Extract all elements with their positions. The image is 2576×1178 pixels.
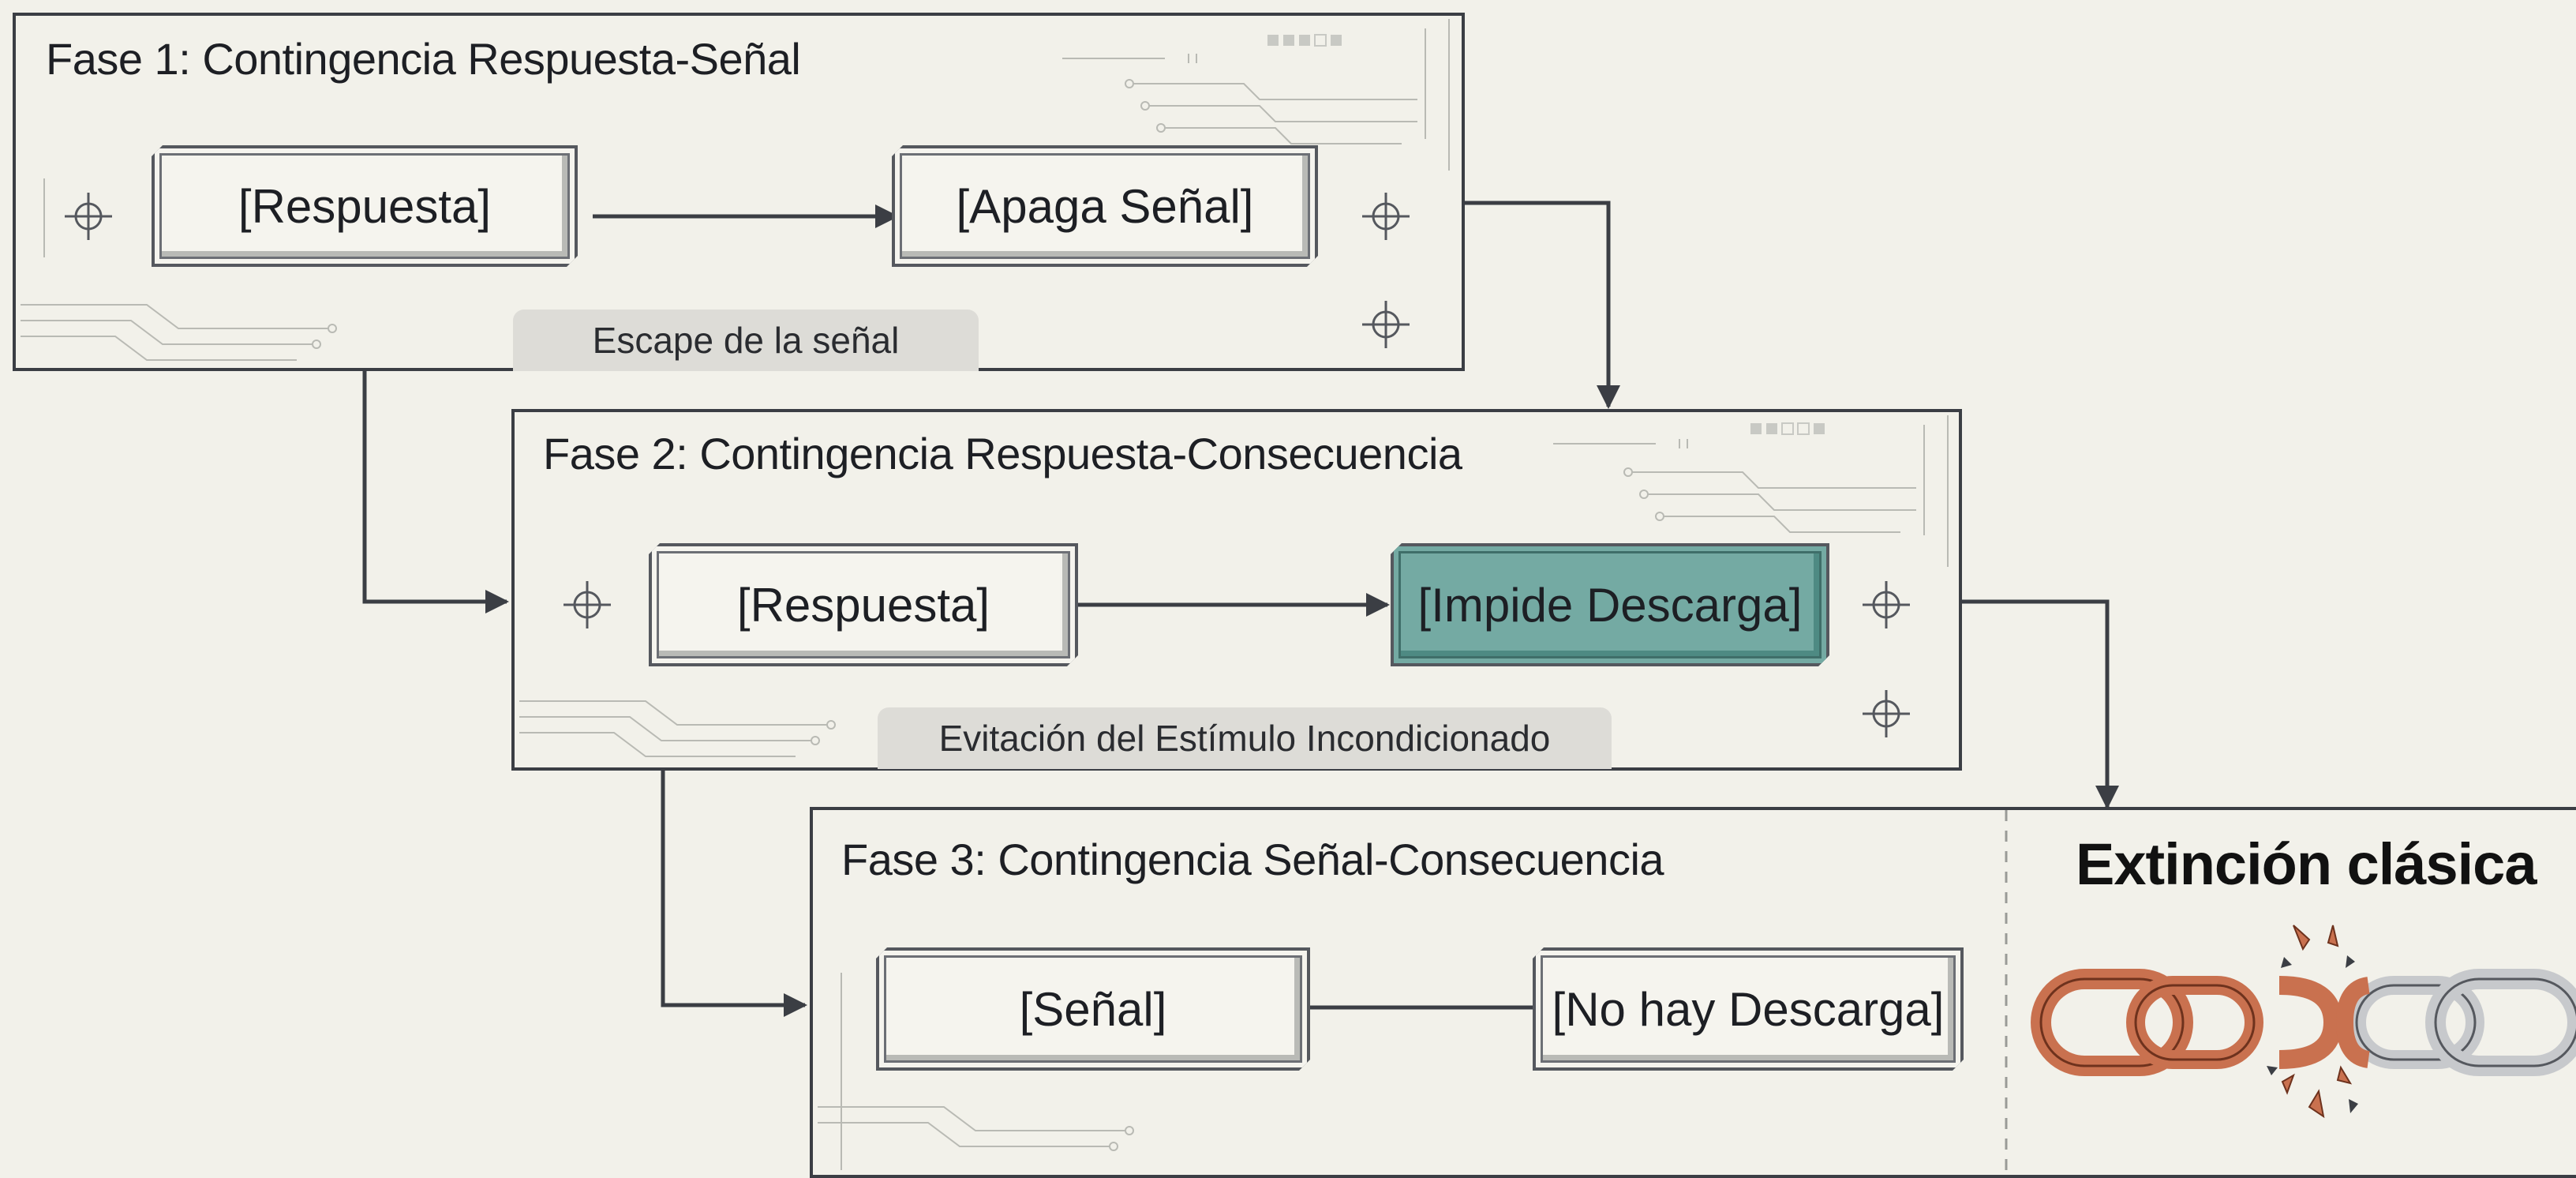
crosshair-icon <box>1863 581 1910 628</box>
crosshair-icon <box>564 581 611 628</box>
phase-1-signal-off-box: [Apaga Señal] <box>892 145 1318 267</box>
connector-phase1-to-phase2-top <box>1465 201 1620 409</box>
phase-2-caption: Evitación del Estímulo Incondicionado <box>878 707 1612 769</box>
phase-1-decorations <box>21 19 1450 361</box>
connector-phase2-to-phase3-left <box>661 771 807 1017</box>
phase-3-title: Fase 3: Contingencia Señal-Consecuencia <box>841 835 1664 884</box>
phase-2-title: Fase 2: Contingencia Respuesta-Consecuen… <box>543 429 1462 478</box>
phase-1-response-box: [Respuesta] <box>152 145 578 267</box>
crosshair-icon <box>1362 193 1410 240</box>
result-heading: Extinción clásica <box>2076 831 2537 897</box>
phase-2-panel: Fase 2: Contingencia Respuesta-Consecuen… <box>511 409 1962 771</box>
crosshair-icon <box>65 193 112 240</box>
phase-3-no-shock-box: [No hay Descarga] <box>1533 947 1964 1071</box>
connector-phase2-to-phase3-top <box>1962 599 2119 809</box>
crosshair-icon <box>1863 690 1910 737</box>
crosshair-icon <box>1362 301 1410 348</box>
phase-1-panel: Fase 1: Contingencia Respuesta-Señal [Re… <box>13 13 1465 371</box>
phase-2-response-box: [Respuesta] <box>649 543 1078 666</box>
phase-2-decorations <box>519 415 1949 757</box>
phase-3-decorations <box>818 810 2576 1178</box>
broken-chain-icon <box>2031 925 2576 1119</box>
connector-phase1-to-phase2-left <box>362 371 509 613</box>
phase-1-caption: Escape de la señal <box>513 310 979 371</box>
phase-3-signal-box: [Señal] <box>876 947 1310 1071</box>
phase-1-title: Fase 1: Contingencia Respuesta-Señal <box>46 34 801 84</box>
phase-3-panel: Fase 3: Contingencia Señal-Consecuencia … <box>810 807 2576 1178</box>
phase-2-prevents-shock-box: [Impide Descarga] <box>1391 543 1829 666</box>
